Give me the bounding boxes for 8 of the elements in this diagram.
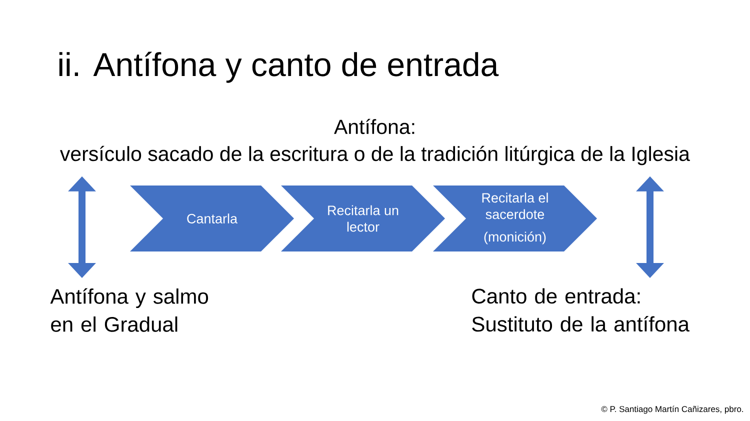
definition-text: Antífona: versículo sacado de la escritura o de la tradición litúrgica de la Iglesia — [60, 118, 690, 166]
copyright-note: © P. Santiago Martín Cañizares, pbro. — [601, 406, 743, 414]
note-text: Canto de entrada: Sustituto de la antífona — [472, 288, 690, 332]
title: ii. Antífona y canto de entrada — [59, 52, 499, 83]
note-text: Antífona y salmo en el Gradual — [50, 288, 208, 332]
chevron-step: Cantarla — [130, 186, 294, 252]
chevron-step: Recitarla un lector — [281, 186, 445, 252]
chevron-step: Recitarla el sacerdote (monición) — [433, 186, 597, 252]
